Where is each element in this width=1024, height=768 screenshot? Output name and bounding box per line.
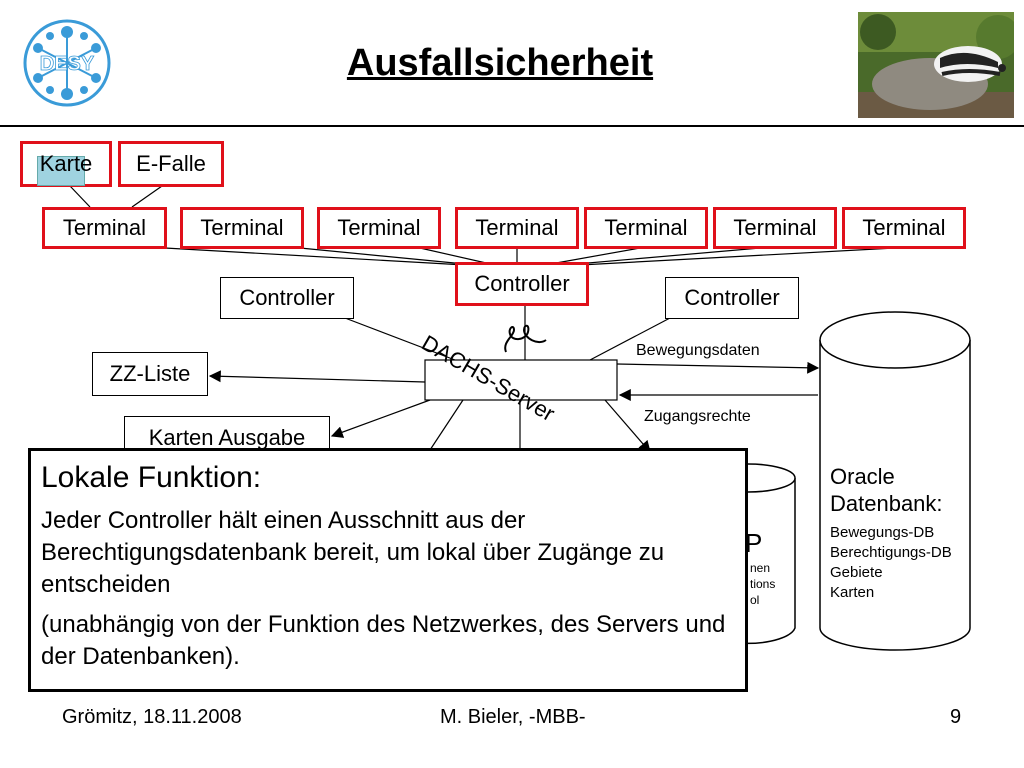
footer-location-date: Grömitz, 18.11.2008 xyxy=(62,706,242,728)
footer-page-number: 9 xyxy=(950,706,962,728)
popup-paragraph-1: Jeder Controller hält einen Ausschnitt a… xyxy=(41,507,665,598)
zz-liste-box: ZZ-Liste xyxy=(92,352,208,396)
terminal-label: Terminal xyxy=(475,215,559,240)
terminal-label: Terminal xyxy=(604,215,688,240)
footer-author: M. Bieler, -MBB- xyxy=(440,706,586,728)
controller-right: Controller xyxy=(665,277,799,319)
oracle-db-title-line1: Oracle xyxy=(830,464,895,489)
zugangsrechte-label: Zugangsrechte xyxy=(644,408,751,425)
e-falle-box: E-Falle xyxy=(118,141,224,187)
oracle-db-items: Bewegungs-DB Berechtigungs-DB Gebiete Ka… xyxy=(830,523,952,603)
controller-label: Controller xyxy=(474,271,570,296)
karte-label: Karte xyxy=(39,151,93,176)
terminal-label: Terminal xyxy=(337,215,421,240)
controller-left: Controller xyxy=(220,277,354,319)
header-divider xyxy=(0,125,1024,127)
terminal-1: Terminal xyxy=(42,207,167,249)
terminal-label: Terminal xyxy=(862,215,946,240)
terminal-label: Terminal xyxy=(200,215,284,240)
terminal-2: Terminal xyxy=(180,207,304,249)
lokale-funktion-popup: Lokale Funktion: Jeder Controller hält e… xyxy=(28,448,748,692)
popup-paragraph-2: (unabhängig von der Funktion des Netzwer… xyxy=(41,611,726,670)
db-item: Karten xyxy=(830,584,875,601)
oracle-db-title-line2: Datenbank: xyxy=(830,491,943,516)
desy-logo: DESY xyxy=(23,19,111,107)
squiggle-icon xyxy=(504,324,547,353)
page-title: Ausfallsicherheit xyxy=(346,42,654,84)
terminal-label: Terminal xyxy=(733,215,817,240)
desy-logo-text: DESY xyxy=(40,53,95,75)
badger-photo xyxy=(858,12,1014,118)
karten-ausgabe-label: Karten Ausgabe xyxy=(148,425,306,450)
terminal-3: Terminal xyxy=(317,207,441,249)
karte-box: Karte xyxy=(20,141,112,187)
db-item: Berechtigungs-DB xyxy=(830,544,952,561)
controller-label: Controller xyxy=(684,285,780,310)
partial-db-letter: P xyxy=(745,528,763,558)
db-item: Bewegungs-DB xyxy=(830,524,935,541)
partial-db-frag1: nen xyxy=(750,561,771,575)
e-falle-label: E-Falle xyxy=(136,151,206,176)
card-image-icon xyxy=(37,156,85,186)
terminal-6: Terminal xyxy=(713,207,837,249)
controller-center: Controller xyxy=(455,262,589,306)
terminal-5: Terminal xyxy=(584,207,708,249)
controller-label: Controller xyxy=(239,285,335,310)
popup-heading: Lokale Funktion: xyxy=(41,461,262,494)
db-item: Gebiete xyxy=(830,564,883,581)
terminal-7: Terminal xyxy=(842,207,966,249)
bewegungsdaten-label: Bewegungsdaten xyxy=(636,342,760,359)
terminal-label: Terminal xyxy=(62,215,147,240)
partial-db-frag3: ol xyxy=(750,593,760,607)
partial-db-frag2: tions xyxy=(750,577,776,591)
oracle-db-title: Oracle Datenbank: xyxy=(830,463,943,517)
terminal-4: Terminal xyxy=(455,207,579,249)
zz-liste-label: ZZ-Liste xyxy=(109,361,191,386)
